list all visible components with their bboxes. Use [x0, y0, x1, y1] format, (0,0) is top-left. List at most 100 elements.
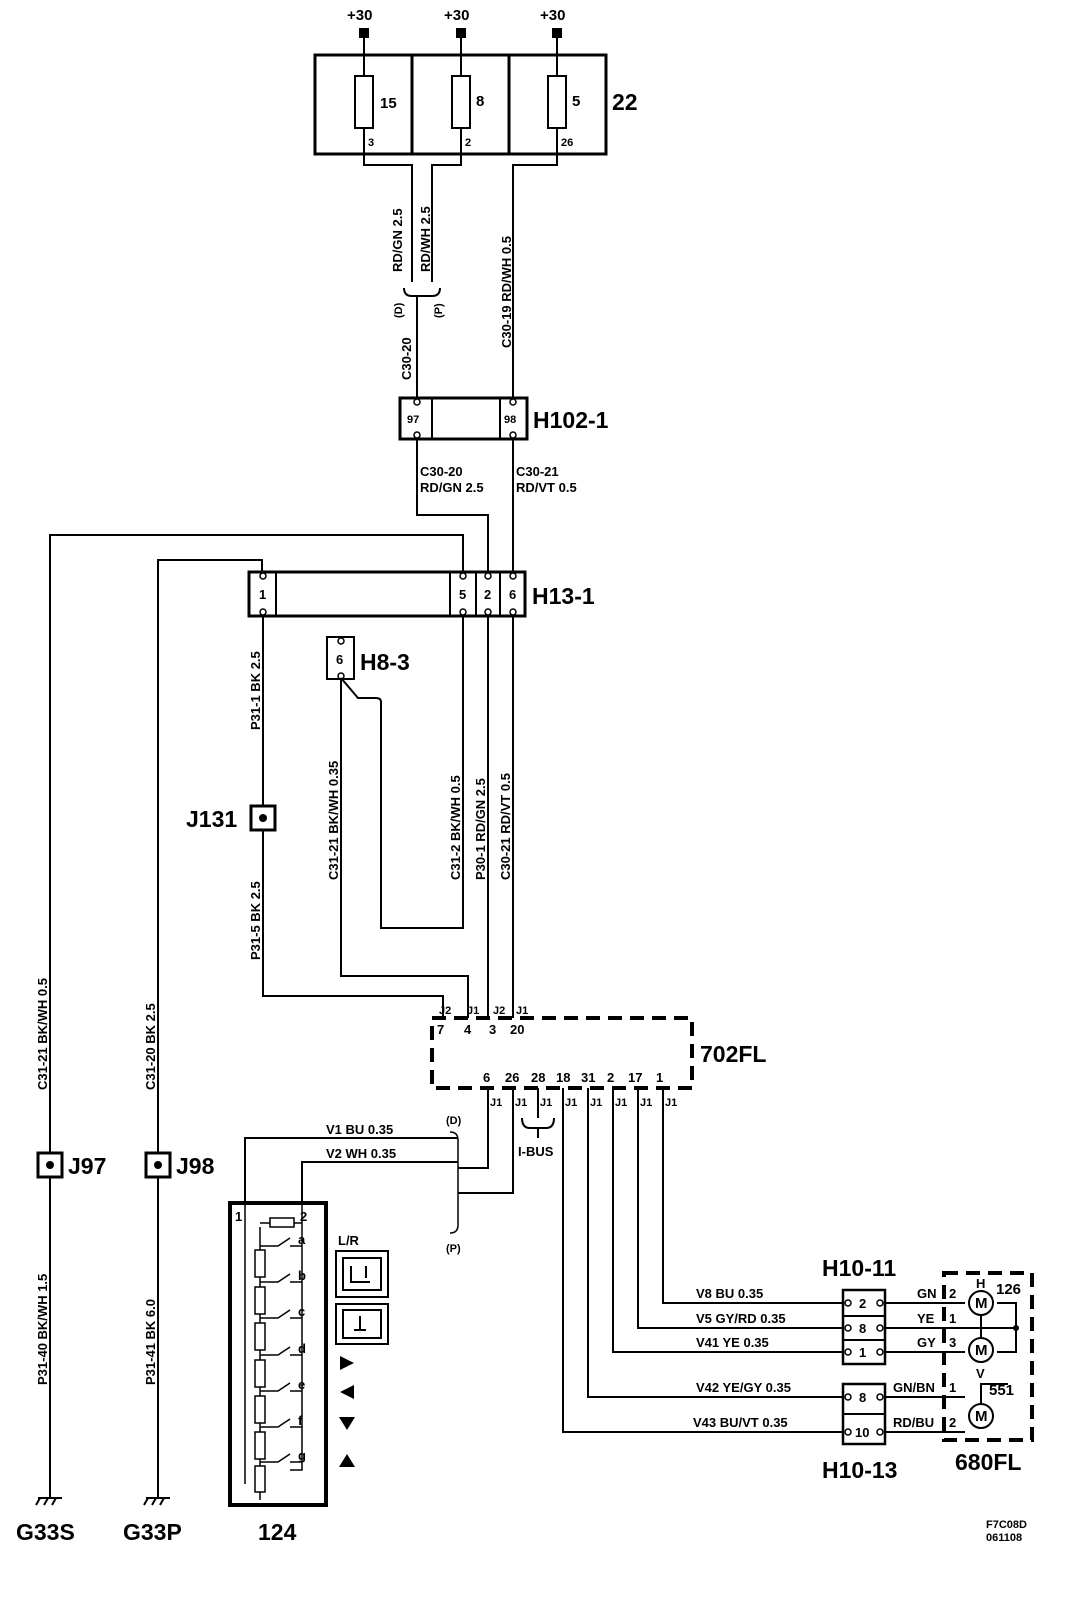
- connector-h10-13: 8 10 H10-13: [822, 1382, 897, 1483]
- lower-wires: (D) (P) V1 BU 0.35 V2 WH 0.35 I-BUS V8 B…: [244, 1088, 845, 1433]
- wire-label-c30-20-b: C30-20: [420, 464, 463, 479]
- fuse-box: +30 +30 +30 15 8 5 3 2 26 22: [313, 7, 638, 156]
- 702-bottom-conn-2: J1: [515, 1097, 527, 1109]
- svg-text:M: M: [975, 1342, 988, 1359]
- connector-h13-1: 1 5 2 6 H13-1: [49, 534, 595, 1160]
- switch-pin-2: 2: [300, 1209, 307, 1224]
- wire-label-p30-1: P30-1 RD/GN 2.5: [473, 778, 488, 880]
- 702-bottom-conn-3: J1: [540, 1097, 552, 1109]
- ground-symbol-g33s: [35, 1497, 62, 1506]
- wire-label-c31-21-a: C31-21 BK/WH 0.35: [326, 761, 341, 880]
- contact-e: e: [298, 1377, 305, 1392]
- h102-to-h13-wires: C30-20 RD/GN 2.5 C30-21 RD/VT 0.5: [416, 439, 577, 572]
- svg-text:M: M: [975, 1295, 988, 1312]
- switch-124: 1 2 a b c d e f g 124 L/R: [228, 1201, 389, 1545]
- h102-pin-98: 98: [504, 414, 516, 426]
- fuse-pin-3: 3: [368, 137, 374, 149]
- footer-date: 061108: [986, 1532, 1022, 1544]
- 702-top-pin-4: 4: [464, 1022, 472, 1037]
- supply-label-2: +30: [444, 7, 469, 24]
- svg-text:M: M: [975, 1408, 988, 1425]
- h10-13-id: H10-13: [822, 1457, 897, 1483]
- 702-bottom-pin-26: 26: [505, 1070, 519, 1085]
- mirror-pin-1-a: 1: [949, 1311, 956, 1326]
- 702-bottom-pin-17: 17: [628, 1070, 642, 1085]
- wire-label-v5: V5 GY/RD 0.35: [696, 1311, 786, 1326]
- fuse-pin-2: 2: [465, 137, 471, 149]
- ground-branch: J97 J98 C31-21 BK/WH 0.5 C31-20 BK 2.5 P…: [16, 978, 215, 1545]
- wire-label-c30-21: C30-21: [516, 464, 559, 479]
- connector-h102-1: 97 98 H102-1: [398, 396, 609, 441]
- wire-label-c30-20: C30-20: [399, 337, 414, 380]
- h102-pin-97: 97: [407, 414, 419, 426]
- wire-label-rdgn-25-fuse: RD/GN 2.5: [390, 208, 405, 272]
- wire-label-v42: V42 YE/GY 0.35: [696, 1380, 791, 1395]
- supply-label-3: +30: [540, 7, 565, 24]
- 702-bottom-pin-1: 1: [656, 1070, 663, 1085]
- junction-j131: J131: [186, 804, 277, 832]
- motor-h-icon: [968, 1290, 994, 1316]
- wire-label-v8: V8 BU 0.35: [696, 1286, 763, 1301]
- junction-j97: [36, 1151, 64, 1179]
- 702-bottom-pin-6: 6: [483, 1070, 490, 1085]
- fuse-8: [451, 75, 471, 129]
- j97-label: J97: [68, 1153, 106, 1179]
- h13-pin-6: 6: [509, 587, 516, 602]
- arrow-down-icon: [339, 1417, 355, 1430]
- 702-top-pin-7: 7: [437, 1022, 444, 1037]
- arrow-right-icon: [340, 1356, 354, 1370]
- variant-d-label: (D): [393, 302, 405, 318]
- wire-label-v2: V2 WH 0.35: [326, 1146, 396, 1161]
- wire-label-c31-2: C31-2 BK/WH 0.5: [448, 775, 463, 880]
- h10-11-pin-1: 1: [859, 1345, 866, 1360]
- wire-label-p31-40: P31-40 BK/WH 1.5: [35, 1274, 50, 1385]
- 702-bottom-conn-1: J1: [490, 1097, 502, 1109]
- wire-label-rdwh-25-fuse: RD/WH 2.5: [418, 206, 433, 272]
- 702-top-conn-3: J2: [493, 1005, 505, 1017]
- wire-label-v43: V43 BU/VT 0.35: [693, 1415, 788, 1430]
- 702-bottom-conn-5: J1: [590, 1097, 602, 1109]
- variant-p-label: (P): [433, 303, 445, 318]
- motor-id-126: 126: [996, 1281, 1021, 1298]
- upper-wires: RD/GN 2.5 RD/WH 2.5 (D) (P) C30-19 RD/WH…: [363, 154, 558, 398]
- fuse-15: [354, 75, 374, 129]
- wire-label-v1: V1 BU 0.35: [326, 1122, 393, 1137]
- arrow-left-icon: [340, 1385, 354, 1399]
- wire-label-c31-20: C31-20 BK 2.5: [143, 1003, 158, 1090]
- mirror-wire-ye: YE: [917, 1311, 935, 1326]
- contact-g: g: [298, 1448, 306, 1463]
- 702-bottom-pin-2: 2: [607, 1070, 614, 1085]
- module-702fl: J2 J1 J2 J1 7 4 3 20 702FL 6 26 28 18 31…: [430, 1005, 766, 1109]
- ground-symbol-g33p: [143, 1497, 170, 1506]
- switch-124-id: 124: [258, 1519, 297, 1545]
- wire-label-p31-41: P31-41 BK 6.0: [143, 1299, 158, 1385]
- switch-pin-1: 1: [235, 1209, 242, 1224]
- motor-v-icon: [968, 1337, 994, 1363]
- 702-bottom-pin-28: 28: [531, 1070, 545, 1085]
- lr-selector-icon: [335, 1250, 389, 1298]
- motor-v-label: V: [976, 1366, 985, 1381]
- 702-bottom-pin-18: 18: [556, 1070, 570, 1085]
- variant-d-label-lower: (D): [446, 1115, 462, 1127]
- contact-b: b: [298, 1268, 306, 1283]
- connector-h10-11: 2 8 1 H10-11: [822, 1255, 896, 1366]
- contact-f: f: [298, 1413, 303, 1428]
- lr-label: L/R: [338, 1233, 360, 1248]
- fuse-number-5: 5: [572, 93, 580, 110]
- fuse-number-8: 8: [476, 93, 484, 110]
- fuse-5: [547, 75, 567, 129]
- contact-d: d: [298, 1341, 306, 1356]
- mirror-pin-1-b: 1: [949, 1380, 956, 1395]
- h10-13-pin-10: 10: [855, 1425, 869, 1440]
- variant-p-label-lower: (P): [446, 1243, 461, 1255]
- fold-selector-icon: [335, 1303, 389, 1345]
- wire-label-rdvt-05: RD/VT 0.5: [516, 480, 577, 495]
- j131-label: J131: [186, 806, 237, 832]
- wire-label-c30-21-b: C30-21 RD/VT 0.5: [498, 773, 513, 880]
- h13-pin-5: 5: [459, 587, 466, 602]
- h13-1-id: H13-1: [532, 583, 595, 609]
- 702fl-id: 702FL: [700, 1041, 766, 1067]
- arrow-up-icon: [339, 1454, 355, 1467]
- heater-id-551: 551: [989, 1382, 1014, 1399]
